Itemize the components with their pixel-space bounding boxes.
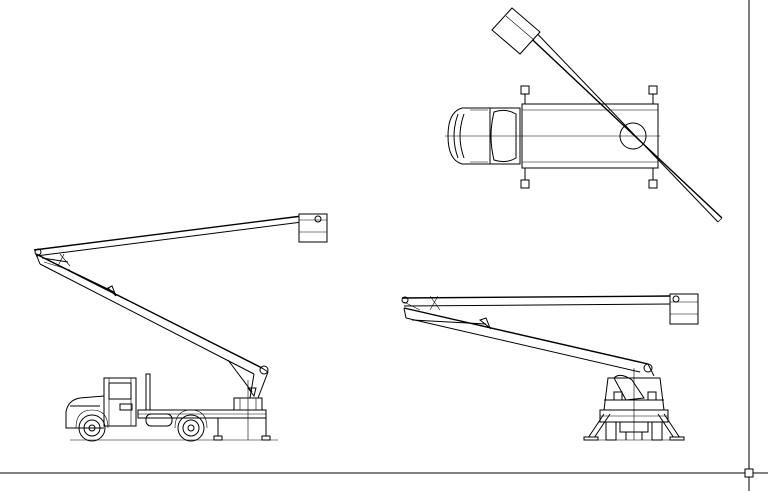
rear-view-truck xyxy=(401,293,699,441)
side-upper-boom xyxy=(33,215,303,257)
plan-boom xyxy=(519,22,723,223)
rear-frame xyxy=(599,409,669,441)
side-exhaust xyxy=(145,373,151,411)
rear-lower-boom xyxy=(403,307,655,377)
plan-turret xyxy=(619,122,647,150)
rear-basket xyxy=(669,293,699,325)
rear-outriggers xyxy=(583,413,685,441)
side-outriggers xyxy=(213,418,271,441)
side-cylinders xyxy=(41,253,257,398)
side-front-wheel xyxy=(75,409,109,442)
side-lower-boom xyxy=(35,253,269,399)
side-basket xyxy=(298,213,328,243)
plan-outriggers xyxy=(520,85,658,189)
rear-upper-boom xyxy=(401,295,673,311)
plan-view xyxy=(445,7,723,223)
side-fuel-tank xyxy=(145,413,173,427)
side-turret xyxy=(233,380,263,440)
side-rear-wheel xyxy=(174,409,208,442)
corner-grip-handle[interactable] xyxy=(744,468,754,478)
side-view-truck xyxy=(33,213,328,442)
rear-turret xyxy=(603,368,665,440)
side-cab xyxy=(65,377,137,429)
plan-cab xyxy=(447,107,521,165)
plan-basket xyxy=(491,7,541,55)
